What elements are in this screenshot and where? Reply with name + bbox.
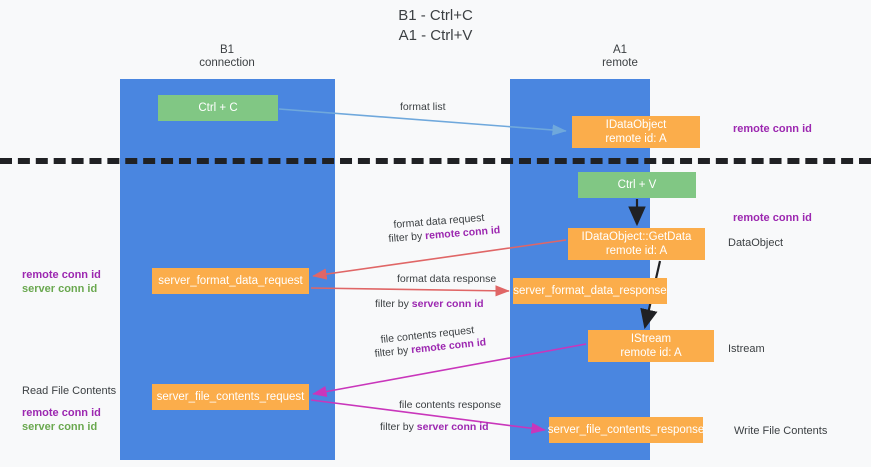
annotation-left-server-conn-id-2: server conn id — [22, 421, 98, 433]
node-getdata-label: IDataObject::GetData — [581, 231, 692, 243]
annotation-dataobject-text: DataObject — [728, 237, 784, 249]
filter-prefix: filter by — [380, 421, 417, 433]
filter-prefix: filter by — [388, 230, 426, 245]
node-server-file-contents-response-label: server_file_contents_response — [547, 424, 705, 436]
node-server-format-data-request[interactable]: server_format_data_request — [152, 268, 309, 294]
annotation-write-file-contents: Write File Contents — [734, 424, 827, 438]
lane-header-a1-line2: remote — [602, 57, 638, 69]
edge-format-data-response — [310, 285, 510, 297]
node-idataobject-sub: remote id: A — [605, 133, 667, 145]
title-line-2: A1 - Ctrl+V — [398, 27, 473, 44]
node-server-file-contents-request[interactable]: server_file_contents_request — [152, 384, 309, 410]
node-ctrl-v[interactable]: Ctrl + V — [578, 172, 696, 198]
filter-key-server-conn-id: server conn id — [411, 298, 484, 310]
edge-label-format-data-response: format data response — [397, 273, 496, 286]
edge-label-format-list: format list — [400, 101, 446, 114]
edge-label-file-contents-response: file contents response — [399, 399, 501, 412]
node-idataobject-label: IDataObject — [605, 119, 667, 131]
node-ctrl-c[interactable]: Ctrl + C — [158, 95, 278, 121]
node-getdata-sub: remote id: A — [605, 245, 668, 257]
node-server-file-contents-request-label: server_file_contents_request — [156, 391, 305, 403]
page-title: B1 - Ctrl+C A1 - Ctrl+V — [0, 6, 871, 46]
filter-key-server-conn-id: server conn id — [416, 421, 489, 433]
annotation-left-conn-ids-2: Read File Contents remote conn id server… — [22, 384, 116, 434]
annotation-write-file-contents-text: Write File Contents — [734, 425, 828, 437]
annotation-dataobject: DataObject — [728, 236, 783, 250]
node-server-file-contents-response[interactable]: server_file_contents_response — [547, 417, 705, 443]
node-istream-sub: remote id: A — [620, 347, 682, 359]
lane-header-a1-line1: A1 — [612, 44, 628, 56]
filter-prefix: filter by — [374, 344, 412, 360]
node-idataobject[interactable]: IDataObject remote id: A — [572, 116, 700, 148]
annotation-read-file-contents: Read File Contents — [22, 385, 117, 397]
annotation-left-conn-ids-1: remote conn id server conn id — [22, 268, 101, 296]
node-ctrl-v-label: Ctrl + V — [617, 179, 657, 191]
edge-label-format-data-response-filter: filter by server conn id — [375, 298, 484, 311]
node-server-format-data-response-label: server_format_data_response — [513, 285, 667, 297]
lane-header-b1: B1 connection — [152, 44, 302, 70]
node-istream-label: IStream — [630, 333, 672, 345]
filter-prefix: filter by — [375, 298, 412, 310]
title-line-1: B1 - Ctrl+C — [398, 7, 473, 24]
annotation-istream-text: Istream — [728, 343, 765, 355]
phase-separator — [0, 158, 871, 164]
annotation-remote-conn-id-top: remote conn id — [733, 122, 812, 136]
annotation-remote-conn-id-mid: remote conn id — [733, 211, 812, 225]
annotation-left-server-conn-id-1: server conn id — [22, 283, 98, 295]
edge-label-format-list-text: format list — [400, 101, 446, 113]
lane-header-b1-line1: B1 — [219, 44, 235, 56]
node-server-format-data-request-label: server_format_data_request — [158, 275, 303, 287]
annotation-istream: Istream — [728, 342, 765, 356]
edge-label-file-contents-response-text: file contents response — [399, 399, 502, 411]
annotation-remote-conn-id-mid-text: remote conn id — [733, 212, 812, 224]
node-istream[interactable]: IStream remote id: A — [588, 330, 714, 362]
edge-label-file-contents-response-filter: filter by server conn id — [380, 421, 489, 434]
lane-header-a1: A1 remote — [545, 44, 695, 70]
node-idataobject-getdata[interactable]: IDataObject::GetData remote id: A — [568, 228, 705, 260]
node-server-format-data-response[interactable]: server_format_data_response — [513, 278, 667, 304]
annotation-left-remote-conn-id-1: remote conn id — [22, 269, 101, 281]
node-ctrl-c-label: Ctrl + C — [198, 102, 238, 114]
annotation-remote-conn-id-top-text: remote conn id — [733, 123, 812, 135]
edge-label-format-data-response-text: format data response — [397, 273, 497, 285]
annotation-left-remote-conn-id-2: remote conn id — [22, 407, 101, 419]
lane-header-b1-line2: connection — [199, 57, 255, 69]
